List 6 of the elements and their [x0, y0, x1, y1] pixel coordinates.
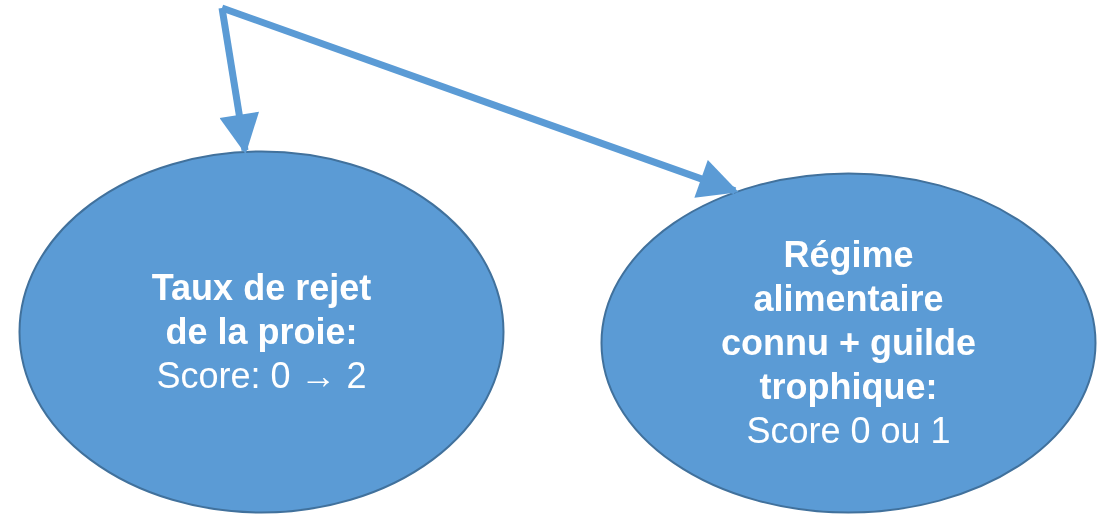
score-text: Score: 0 → 2	[156, 353, 367, 398]
node-heading: Taux de rejet de la proie:	[150, 266, 373, 354]
score-text: Score 0 ou 1	[746, 408, 951, 453]
arrow	[218, 7, 259, 155]
arrow	[220, 4, 739, 198]
node-heading: Régime alimentaire connu + guilde trophique:	[720, 233, 977, 409]
